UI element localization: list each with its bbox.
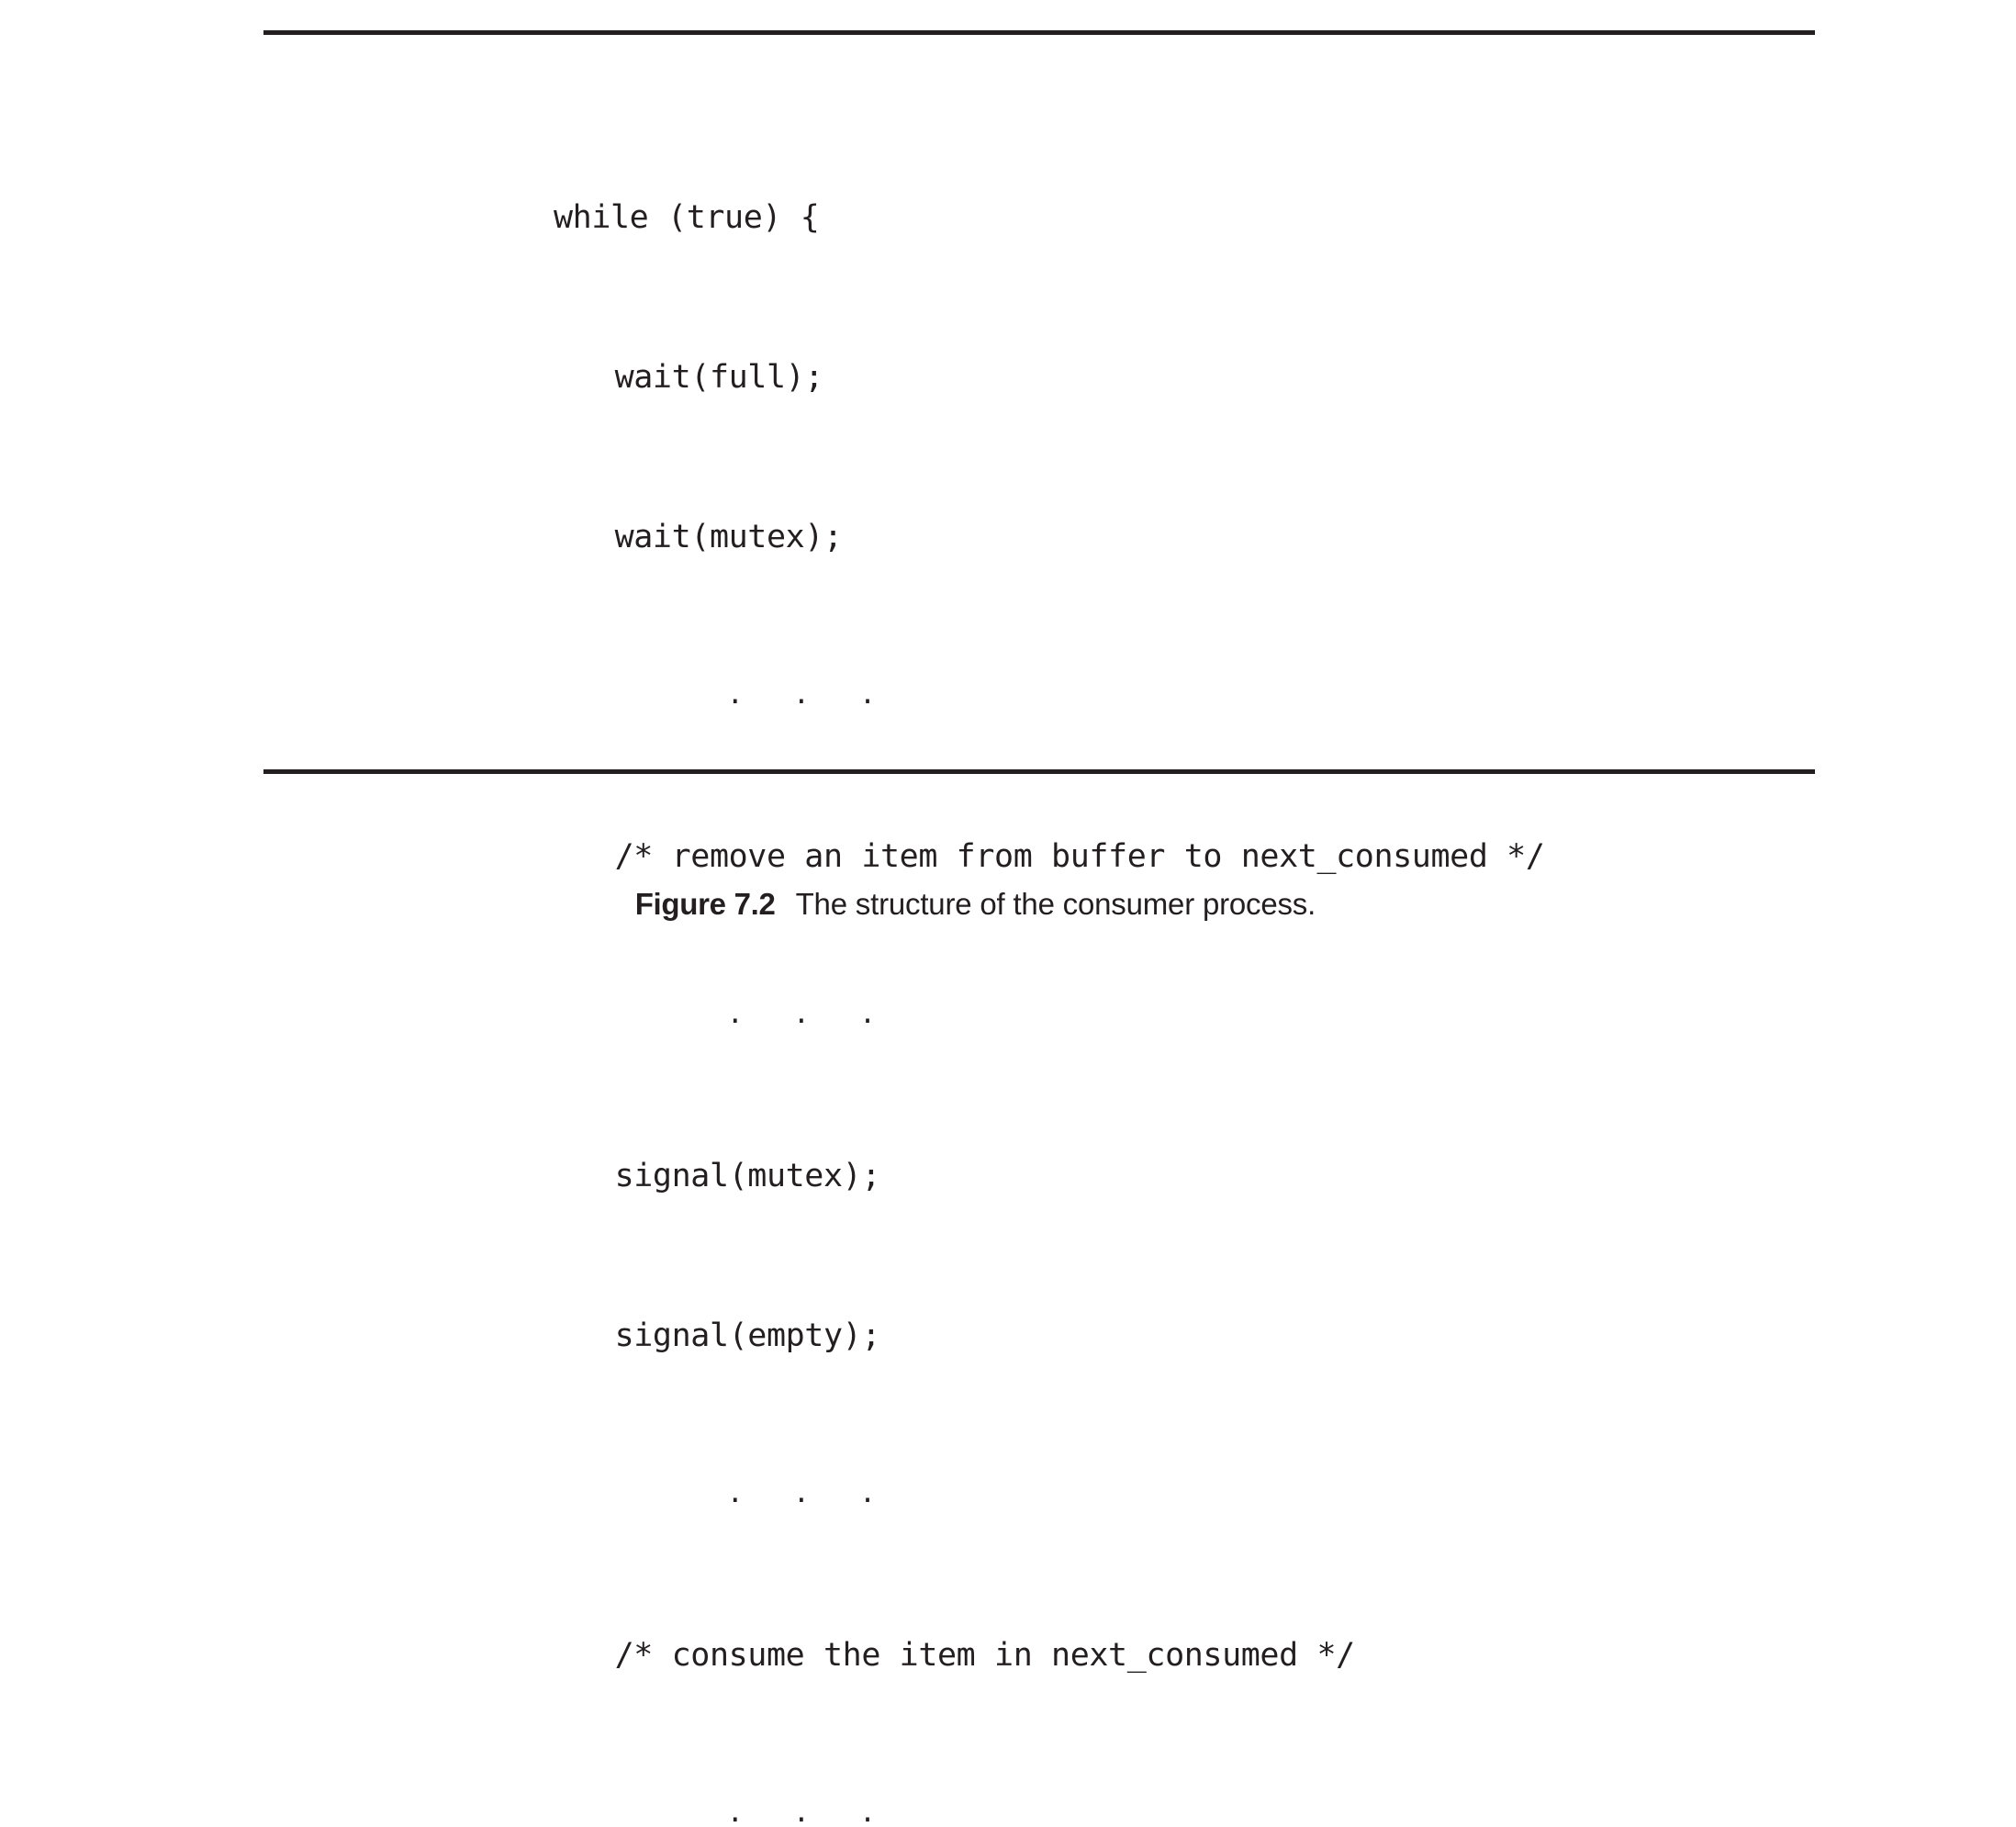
- ellipsis-dots: . . .: [726, 998, 893, 1030]
- ellipsis-dots: . . .: [726, 1477, 893, 1509]
- figure-container: while (true) { wait(full); wait(mutex); …: [263, 30, 1931, 1827]
- code-line-ellipsis: . . .: [554, 1469, 1931, 1522]
- code-line: while (true) {: [554, 199, 820, 236]
- code-line: wait(full);: [614, 359, 824, 396]
- ellipsis-dots: . . .: [726, 1797, 893, 1827]
- code-line: wait(mutex);: [614, 519, 843, 555]
- code-line-ellipsis: . . .: [554, 670, 1931, 723]
- ellipsis-dots: . . .: [726, 678, 893, 711]
- figure-caption-label: Figure 7.2: [634, 887, 776, 921]
- code-line-comment: /* consume the item in next_consumed */: [614, 1637, 1356, 1674]
- figure-top-rule: [263, 30, 1815, 35]
- code-line-comment: /* remove an item from buffer to next_co…: [614, 838, 1545, 875]
- code-line: signal(mutex);: [614, 1158, 881, 1194]
- code-line-ellipsis: . . .: [554, 990, 1931, 1043]
- code-line: signal(empty);: [614, 1317, 881, 1354]
- figure-caption-text: The structure of the consumer process.: [795, 887, 1316, 921]
- code-line-ellipsis: . . .: [554, 1788, 1931, 1827]
- figure-bottom-rule: [263, 769, 1815, 774]
- figure-caption: Figure 7.2 The structure of the consumer …: [601, 852, 1316, 957]
